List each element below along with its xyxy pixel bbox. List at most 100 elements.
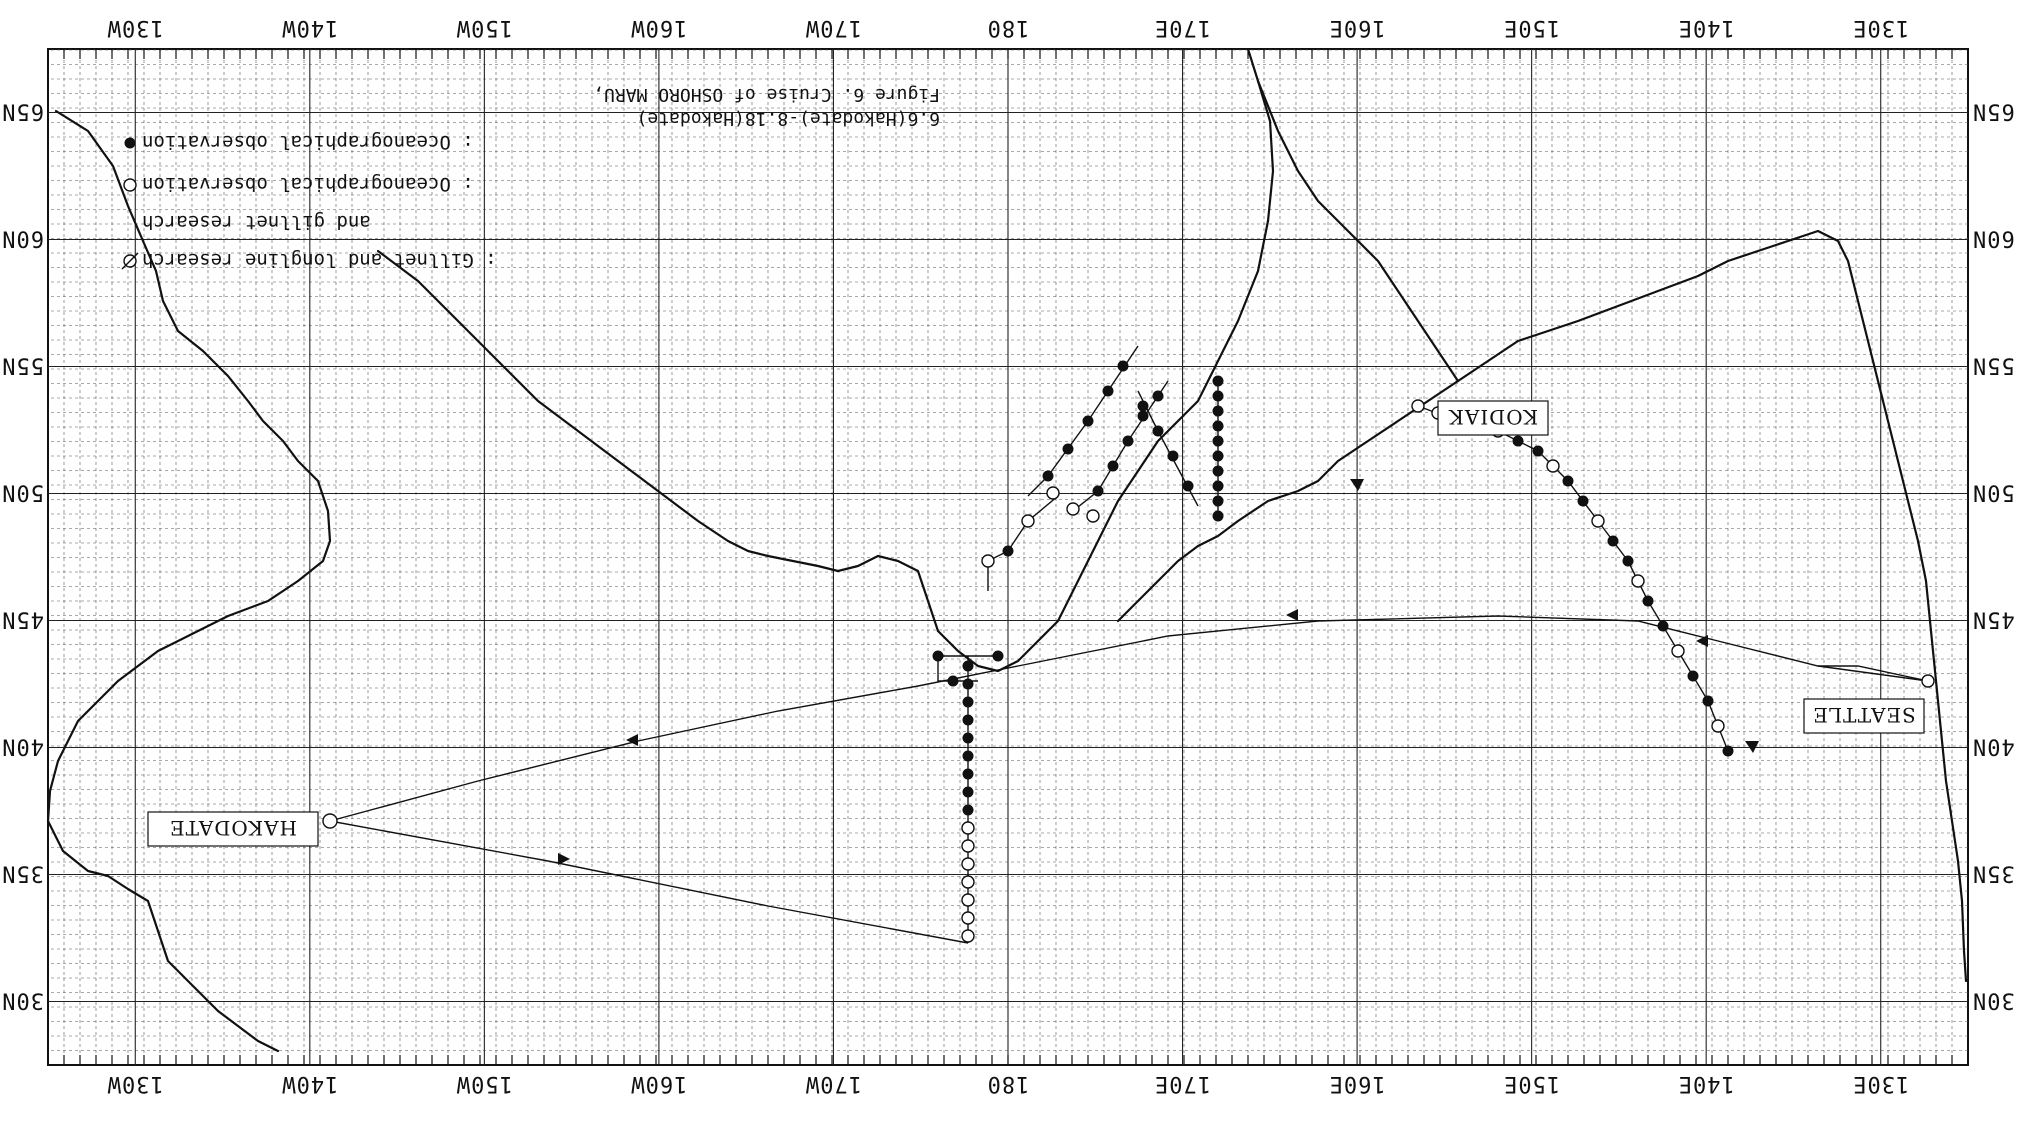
filled-circle-icon <box>1607 535 1619 547</box>
open-circle-icon <box>981 554 995 568</box>
port-seattle: SEATTLE <box>1803 674 1935 734</box>
axis-top-label: 170W <box>805 1071 862 1096</box>
triangle-arrow-icon <box>558 853 570 865</box>
filled-circle-icon <box>1212 405 1224 417</box>
axis-bottom-labels: 130E140E150E160E170E180170W160W150W140W1… <box>107 15 1909 40</box>
route-southern <box>329 615 1929 822</box>
port-kodiak: KODIAK <box>1411 399 1549 436</box>
axis-bottom-label: 140E <box>1678 15 1735 40</box>
open-circle-icon <box>1591 514 1605 528</box>
filled-circle-icon <box>124 137 136 149</box>
axis-bottom-label: 150E <box>1503 15 1560 40</box>
stations <box>932 360 1734 943</box>
filled-circle-icon <box>962 696 974 708</box>
filled-circle-icon <box>1167 450 1179 462</box>
open-circle-icon <box>1021 514 1035 528</box>
axis-left-labels: 30N 35N 40N 45N 50N 55N 60N 65N <box>1972 99 2015 1013</box>
port-label-kodiak: KODIAK <box>1448 405 1538 429</box>
axis-bottom-label: 130W <box>107 15 164 40</box>
filled-circle-icon <box>1212 495 1224 507</box>
filled-circle-icon <box>947 675 959 687</box>
axis-right-label: 50N <box>1 480 44 505</box>
filled-circle-icon <box>1642 595 1654 607</box>
filled-circle-icon <box>962 768 974 780</box>
open-circle-icon <box>1546 459 1560 473</box>
track-bering-5 <box>987 495 1059 591</box>
filled-circle-icon <box>962 804 974 816</box>
axis-left-label: 65N <box>1972 99 2015 124</box>
coast-alaska-mainland <box>1256 79 1460 383</box>
axis-top-label: 150W <box>456 1071 513 1096</box>
filled-circle-icon <box>1137 400 1149 412</box>
open-circle-icon <box>961 821 975 835</box>
triangle-arrow-icon <box>626 734 638 746</box>
filled-circle-icon <box>1657 620 1669 632</box>
axis-left-label: 55N <box>1972 353 2015 378</box>
axis-right-label: 40N <box>1 734 44 759</box>
filled-circle-icon <box>1577 495 1589 507</box>
filled-circle-icon <box>1562 475 1574 487</box>
axis-top-label: 160W <box>630 1071 687 1096</box>
filled-circle-icon <box>1042 470 1054 482</box>
filled-circle-icon <box>1062 443 1074 455</box>
axis-top-label: 130E <box>1852 1071 1909 1096</box>
filled-circle-icon <box>1082 415 1094 427</box>
filled-circle-icon <box>1702 695 1714 707</box>
open-circle-icon <box>1671 644 1685 658</box>
axis-top-label: 130W <box>107 1071 164 1096</box>
filled-circle-icon <box>1102 385 1114 397</box>
triangle-arrow-icon <box>1745 741 1759 753</box>
figure-title-line1: Figure 6. Cruise of OSHORO MARU, <box>593 84 940 105</box>
open-circle-icon <box>1046 486 1060 500</box>
triangle-arrow-icon <box>1696 635 1708 647</box>
axis-left-label: 30N <box>1972 988 2015 1013</box>
port-hakodate: HAKODATE <box>147 811 338 847</box>
filled-circle-icon <box>962 732 974 744</box>
legend-open-text-2: and gillnet research <box>142 211 371 233</box>
axis-top-label: 160E <box>1329 1071 1386 1096</box>
axis-left-label: 45N <box>1972 607 2015 632</box>
axis-right-label: 30N <box>1 988 44 1013</box>
coast-kamchatka <box>376 249 940 633</box>
filled-circle-icon <box>962 660 974 672</box>
filled-circle-icon <box>1622 555 1634 567</box>
axis-top-label: 180 <box>987 1071 1030 1096</box>
triangle-arrow-icon <box>1286 609 1298 621</box>
axis-bottom-label: 160W <box>630 15 687 40</box>
filled-circle-icon <box>1122 435 1134 447</box>
filled-circle-icon <box>962 678 974 690</box>
axis-bottom-label: 140W <box>281 15 338 40</box>
route-seattle-branch <box>1818 665 1929 682</box>
legend-slashed-text: : Gillnet and longline research <box>142 249 497 271</box>
legend-filled-text: : Oceanographical observation <box>142 131 474 153</box>
legend-item-slashed: : Gillnet and longline research <box>121 249 497 271</box>
direction-arrows <box>558 479 1759 865</box>
open-circle-icon <box>1631 574 1645 588</box>
axis-bottom-label: 150W <box>456 15 513 40</box>
coastlines <box>46 47 1968 1053</box>
legend-item-filled: : Oceanographical observation <box>124 131 474 153</box>
axis-left-label: 35N <box>1972 861 2015 886</box>
open-circle-icon <box>1711 719 1725 733</box>
open-circle-icon <box>961 929 975 943</box>
filled-circle-icon <box>1212 480 1224 492</box>
filled-circle-icon <box>1117 360 1129 372</box>
axis-right-label: 60N <box>1 226 44 251</box>
legend-item-open: : Oceanographical observation and gillne… <box>123 173 474 233</box>
axis-left-label: 40N <box>1972 734 2015 759</box>
filled-circle-icon <box>1212 435 1224 447</box>
axis-top-label: 140W <box>281 1071 338 1096</box>
axis-left-label: 50N <box>1972 480 2015 505</box>
filled-circle-icon <box>1137 410 1149 422</box>
port-label-seattle: SEATTLE <box>1812 703 1916 727</box>
axis-left-label: 60N <box>1972 226 2015 251</box>
graticule <box>47 49 1969 1065</box>
station-tracks <box>937 345 1729 943</box>
coast-alaska-gulf <box>1456 229 1968 983</box>
open-circle-icon <box>961 911 975 925</box>
filled-circle-icon <box>1107 460 1119 472</box>
filled-circle-icon <box>1092 485 1104 497</box>
filled-circle-icon <box>1212 390 1224 402</box>
